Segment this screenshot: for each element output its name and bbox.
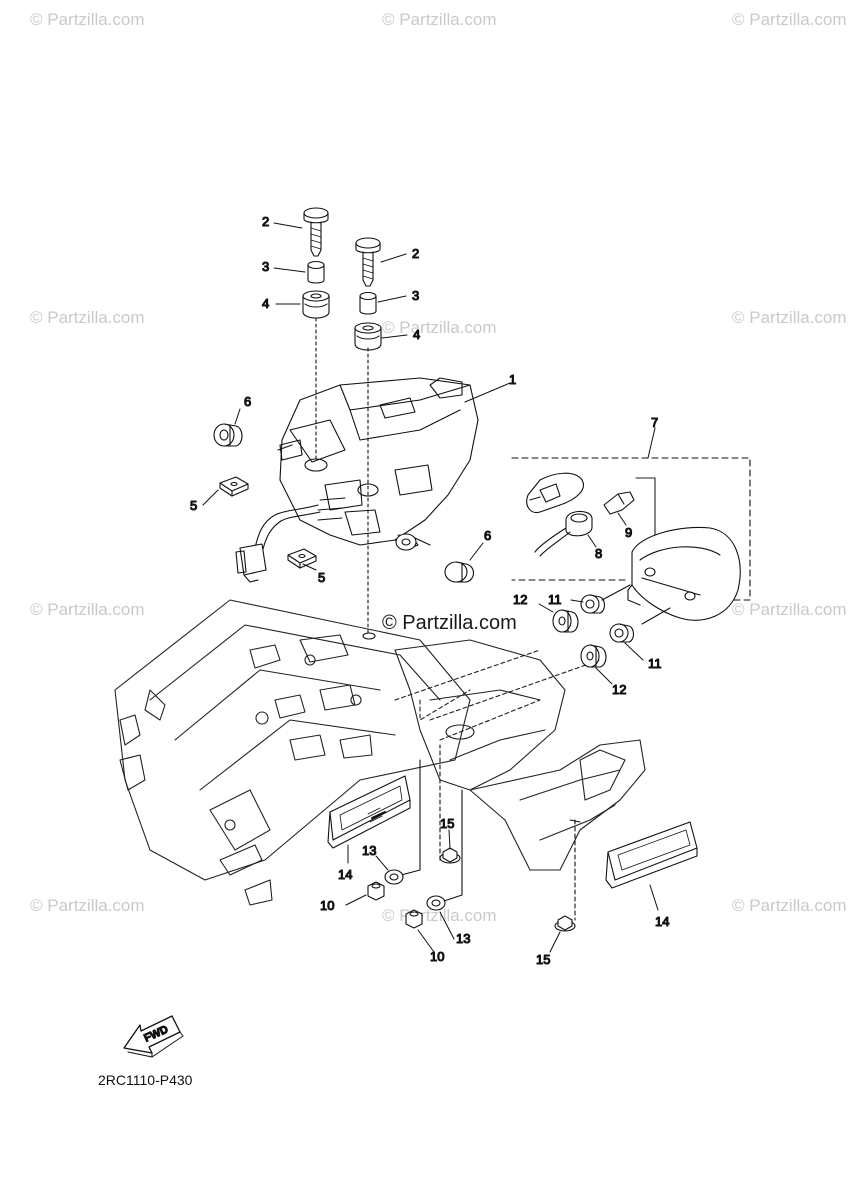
grommet-icon xyxy=(581,645,606,667)
callout-label: 5 xyxy=(318,570,325,585)
watermark: © Partzilla.com xyxy=(732,896,847,915)
watermark: © Partzilla.com xyxy=(30,600,145,619)
flange-nut-icon xyxy=(440,848,460,863)
watermark: © Partzilla.com xyxy=(732,10,847,29)
reflector-icon xyxy=(606,822,697,888)
bulb-icon xyxy=(527,473,584,512)
stud-icon xyxy=(602,585,630,600)
callout-label: 14 xyxy=(655,914,669,929)
damper-icon xyxy=(396,534,474,582)
callout-label: 1 xyxy=(509,372,516,387)
washer-icon xyxy=(385,870,403,884)
callout-label: 7 xyxy=(651,415,658,430)
leader-line xyxy=(570,820,580,822)
leader-line xyxy=(438,790,462,903)
tail-lens-icon xyxy=(628,527,740,620)
flange-nut-icon xyxy=(555,916,575,931)
grommet-icon xyxy=(553,610,578,632)
callout-label: 10 xyxy=(430,949,444,964)
damper-icon xyxy=(214,424,242,446)
nut-icon xyxy=(368,882,384,900)
grommet-icon xyxy=(303,291,329,318)
screw-icon xyxy=(356,238,380,286)
callout-label: 12 xyxy=(612,682,626,697)
bulb-kit-boundary xyxy=(512,458,750,600)
callout-label: 3 xyxy=(262,259,269,274)
callout-label: 2 xyxy=(412,246,419,261)
watermark: © Partzilla.com xyxy=(732,600,847,619)
callout-label: 13 xyxy=(362,843,376,858)
callout-label: 15 xyxy=(440,816,454,831)
callout-label: 8 xyxy=(595,546,602,561)
watermark: © Partzilla.com xyxy=(732,308,847,327)
stud-icon xyxy=(642,608,670,624)
washer-icon xyxy=(427,896,445,910)
watermark: © Partzilla.com xyxy=(30,308,145,327)
grommet-icon xyxy=(355,323,381,350)
callout-label: 6 xyxy=(484,528,491,543)
callout-label: 10 xyxy=(320,898,334,913)
collar-icon xyxy=(610,624,634,642)
tail-light-housing xyxy=(236,378,478,582)
watermark: © Partzilla.com xyxy=(382,10,497,29)
nut-clip-icon xyxy=(288,549,316,568)
watermark: © Partzilla.com xyxy=(382,318,497,337)
nut-icon xyxy=(406,910,422,928)
callout-label: 15 xyxy=(536,952,550,967)
nut-clip-icon xyxy=(220,477,248,496)
watermark: © Partzilla.com xyxy=(30,10,145,29)
callout-label: 11 xyxy=(648,656,662,671)
callout-label: 4 xyxy=(413,327,420,342)
rear-frame xyxy=(115,600,645,905)
callout-label: 9 xyxy=(625,525,632,540)
callout-label: 11 xyxy=(548,592,562,607)
callout-leaders xyxy=(203,223,658,952)
collar-icon xyxy=(581,595,605,613)
screw-icon xyxy=(304,208,328,256)
center-watermark: © Partzilla.com xyxy=(382,612,517,634)
callout-label: 12 xyxy=(513,592,527,607)
collar-icon xyxy=(360,293,376,315)
collar-icon xyxy=(308,262,324,284)
callout-label: 6 xyxy=(244,394,251,409)
fwd-arrow-icon xyxy=(124,1016,183,1057)
callout-label: 4 xyxy=(262,296,269,311)
mount-hole xyxy=(363,633,375,639)
diagram-code: 2RC1110-P430 xyxy=(98,1072,193,1088)
callout-label: 3 xyxy=(412,288,419,303)
callout-label: 13 xyxy=(456,931,470,946)
callout-label: 2 xyxy=(262,214,269,229)
reflector-icon xyxy=(328,776,410,848)
socket-icon xyxy=(535,511,592,556)
callout-label: 5 xyxy=(190,498,197,513)
callout-label: 14 xyxy=(338,867,352,882)
watermark: © Partzilla.com xyxy=(30,896,145,915)
wedge-bulb-icon xyxy=(604,492,634,514)
